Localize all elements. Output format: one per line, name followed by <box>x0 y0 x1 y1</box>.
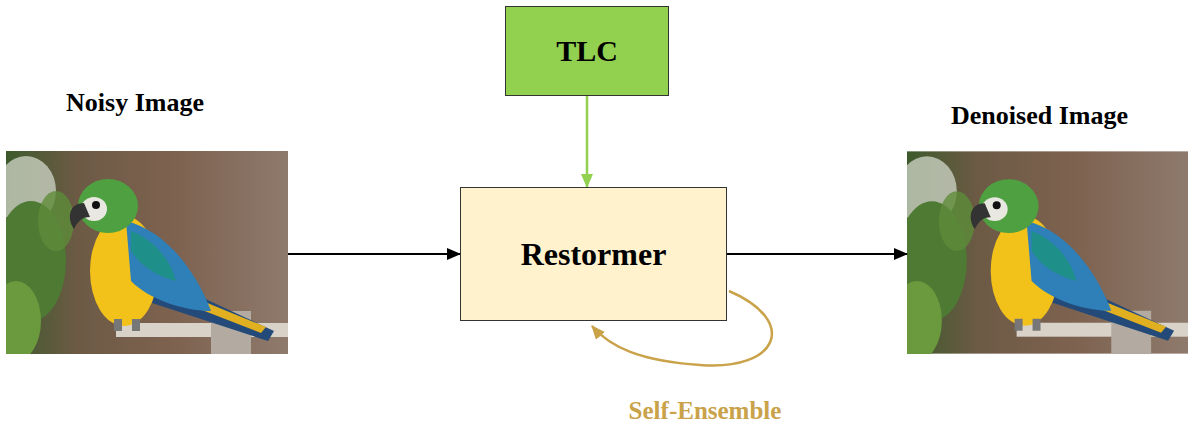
flow-arrow <box>727 253 907 255</box>
image-heading: Denoised Image <box>899 101 1180 131</box>
image-heading: Noisy Image <box>0 88 276 118</box>
flow-arrow <box>586 96 589 187</box>
box-label: Restormer <box>521 236 667 273</box>
box-label: TLC <box>556 34 618 68</box>
flow-arrow <box>288 253 460 255</box>
network-box: Restormer <box>460 187 727 321</box>
output-image: Denoised Image <box>907 151 1188 354</box>
edge-label: Self-Ensemble <box>627 397 784 425</box>
input-image: Noisy Image <box>6 151 288 354</box>
module-box: TLC <box>505 6 669 96</box>
